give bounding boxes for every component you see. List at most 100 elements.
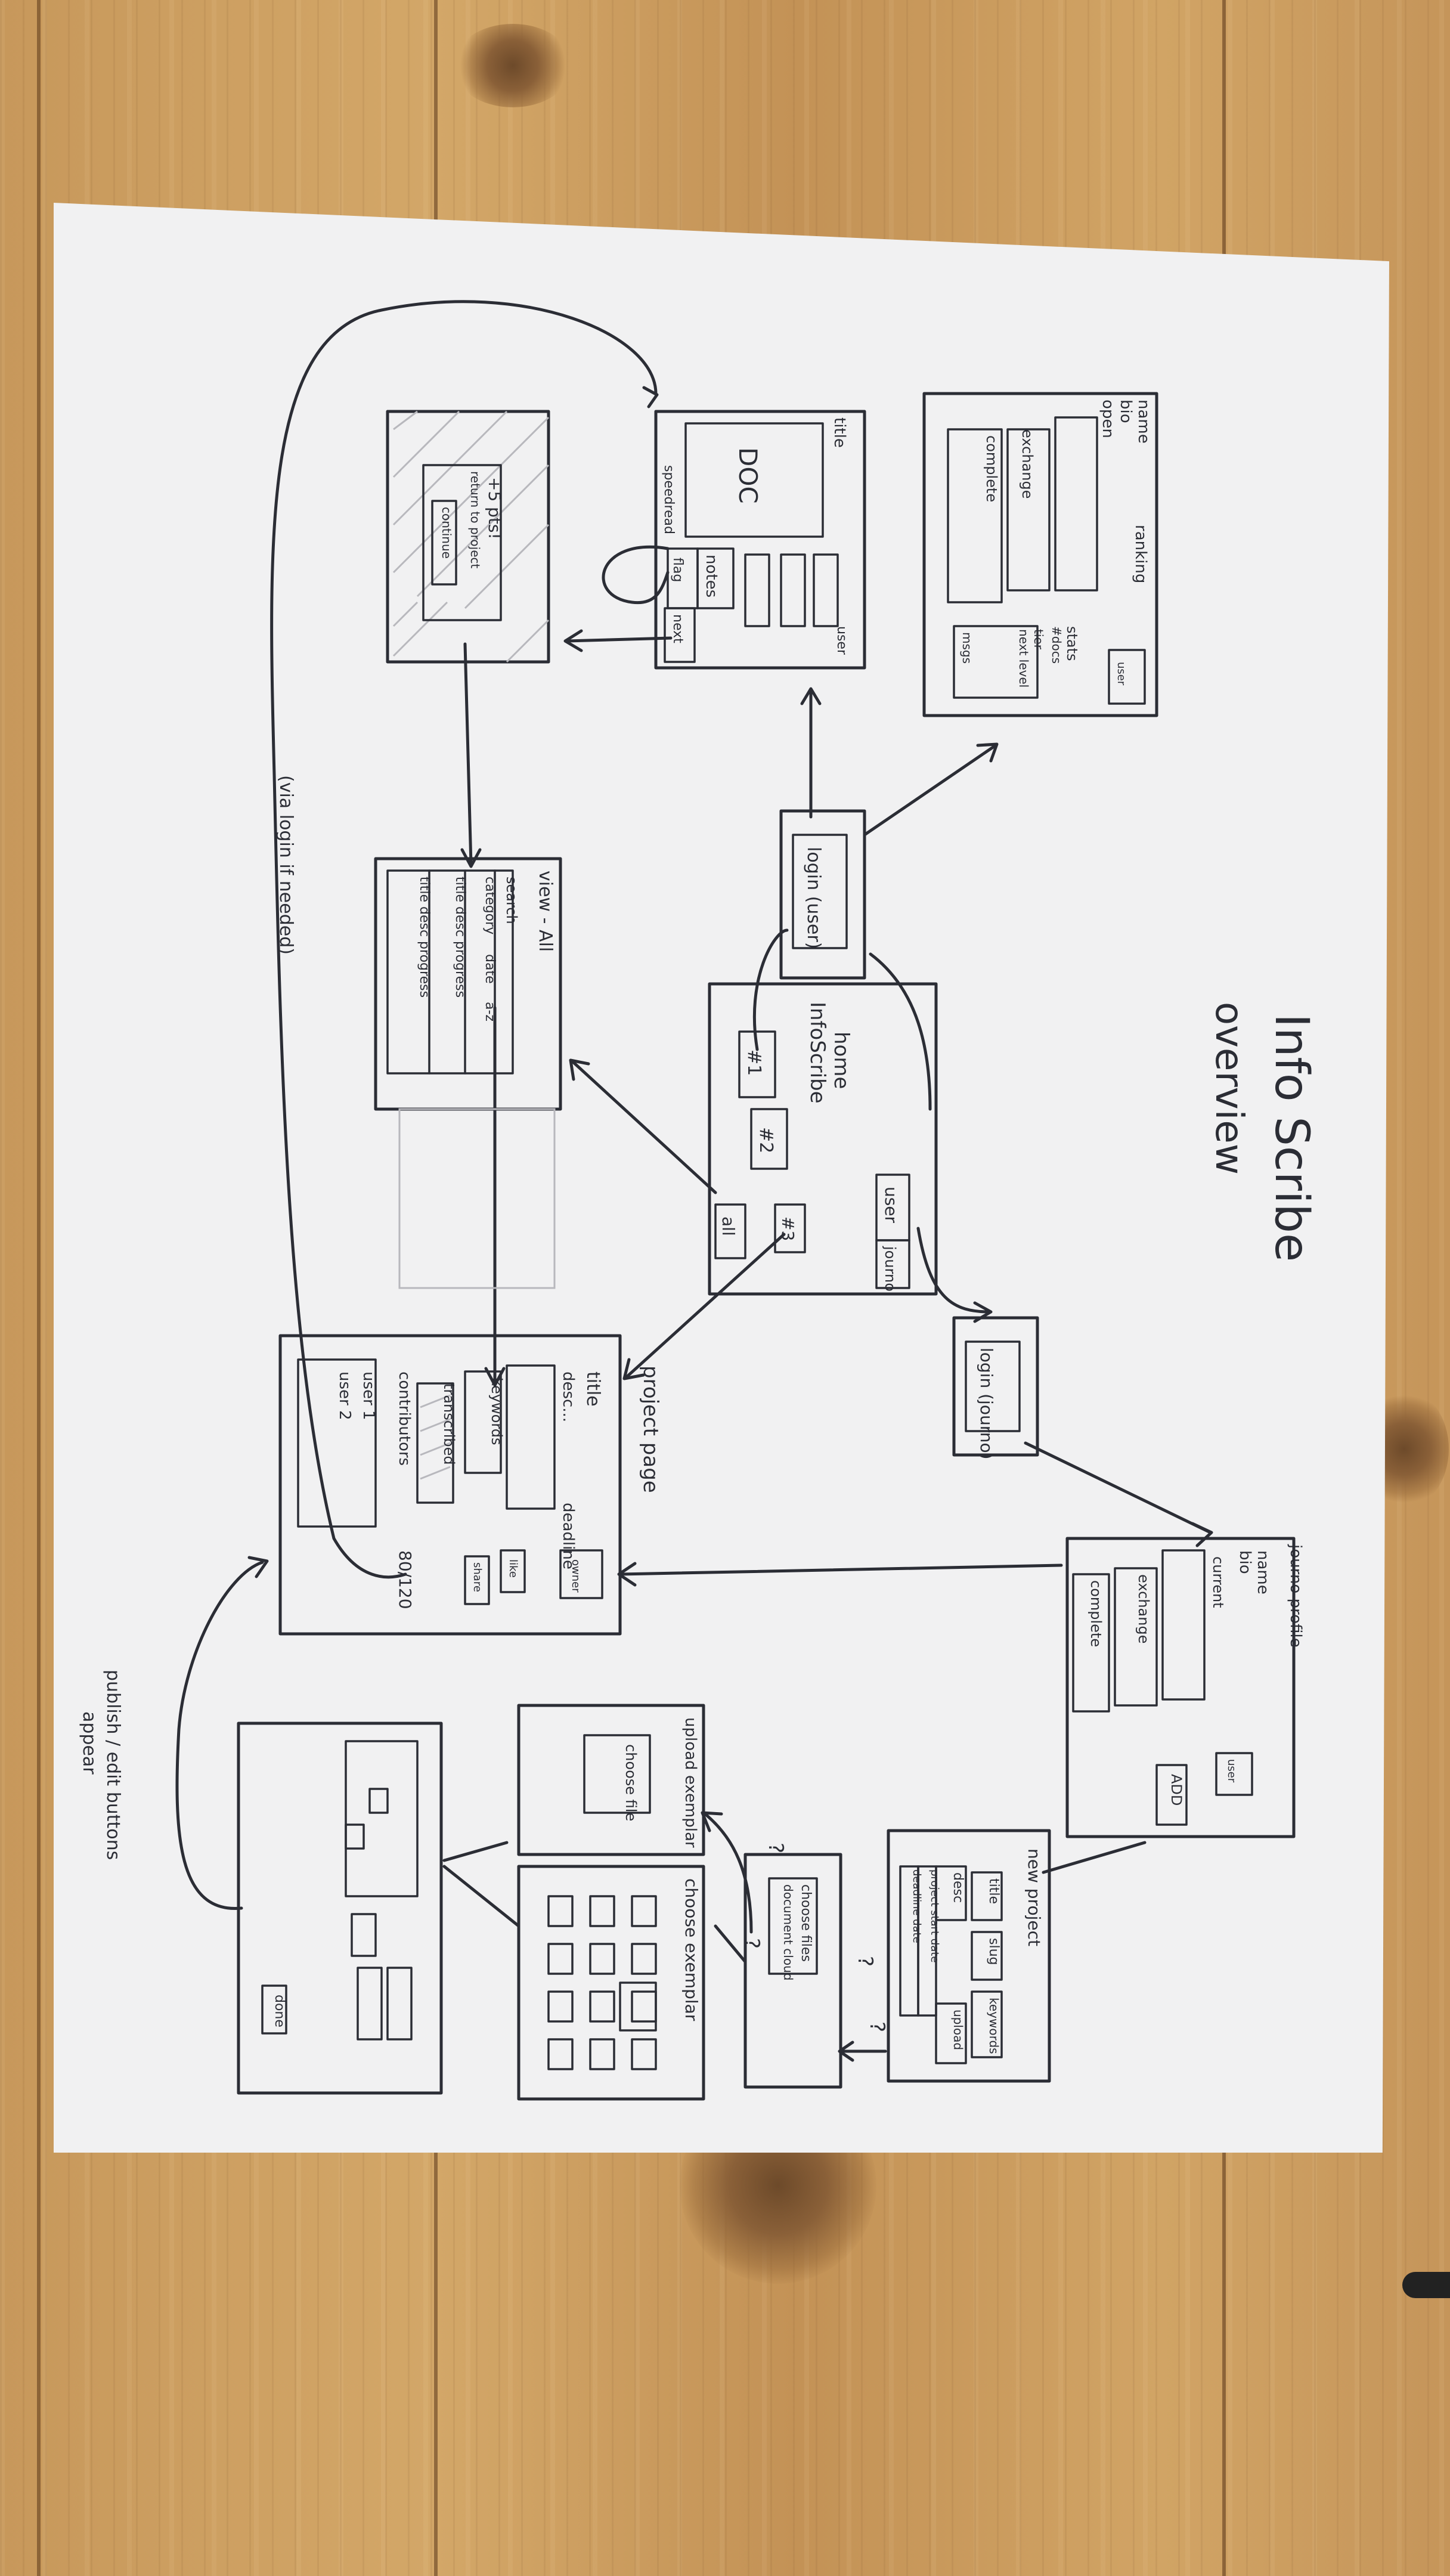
doc-label: DOC — [733, 447, 763, 504]
new-project-title: new project — [1024, 1849, 1044, 1946]
home-heading: home — [829, 1032, 853, 1089]
choose-files-label: choose files — [798, 1884, 813, 1962]
arrow-doc-to-reward — [565, 636, 673, 643]
new-keywords-label: keywords — [987, 1998, 1001, 2054]
docs-label: #docs — [1049, 626, 1064, 664]
doc-control-2 — [780, 553, 806, 627]
arrow-reward-to-list — [463, 642, 473, 866]
arrow-journo-profile-to-project — [618, 1563, 1063, 1576]
new-desc-label: desc — [950, 1872, 965, 1903]
project-page-caption: project page — [639, 1366, 662, 1493]
selected-exemplar — [619, 1981, 657, 2032]
msgs-label: msgs — [960, 632, 974, 664]
project-desc: desc... — [559, 1371, 577, 1422]
arrow-home-loop-right — [869, 952, 932, 1111]
list-heading: view - All — [535, 871, 556, 952]
choose-file-label: choose file — [622, 1744, 639, 1821]
list-row-1: title desc progress — [453, 877, 467, 998]
transcribed-label: transcribed — [441, 1383, 457, 1465]
keywords-box — [464, 1370, 502, 1474]
arrow-home-to-project — [624, 1233, 786, 1379]
arrowhead-doc-reward — [563, 629, 583, 652]
new-slug-label: slug — [986, 1938, 1001, 1965]
notes-box — [696, 547, 735, 609]
question-mark-1: ? — [764, 1843, 788, 1853]
doc-view-screen: title DOC speedread notes next flag user — [602, 410, 866, 670]
add-project-button — [1155, 1764, 1188, 1826]
share-button — [464, 1555, 490, 1605]
title-line2: overview — [1207, 1002, 1251, 1175]
arrow-exemplar-to-editor — [442, 1865, 520, 1928]
question-mark-3: ? — [853, 1956, 877, 1967]
user-avatar — [1108, 649, 1146, 705]
faint-sketch-ghost — [398, 1108, 556, 1289]
journo-avatar — [1215, 1752, 1253, 1796]
login-user-screen: login (user) — [779, 809, 866, 980]
arrowhead-editor-project — [247, 1556, 269, 1578]
contributors-list — [297, 1358, 377, 1528]
doc-control-1 — [744, 553, 770, 627]
list-panel — [386, 869, 514, 1075]
profile-name: name — [1135, 400, 1152, 444]
complete-label: complete — [983, 435, 1000, 502]
choose-exemplar-title: choose exemplar — [681, 1878, 701, 2021]
doc-control-3 — [813, 553, 839, 627]
stats-box — [953, 625, 1039, 699]
new-start-date-label: project start date — [928, 1869, 941, 1962]
question-mark-4: ? — [865, 2021, 889, 2032]
contributors-label: contributors — [395, 1371, 413, 1466]
next-button — [664, 607, 696, 663]
title-line1: Info Scribe — [1265, 1014, 1318, 1262]
upload-exemplar-title: upload exemplar — [681, 1717, 699, 1848]
stats-label: stats — [1064, 626, 1080, 661]
tier-label: tier — [1031, 629, 1046, 650]
journo-current: current — [1210, 1556, 1226, 1608]
like-button — [500, 1549, 526, 1593]
profile-open: open — [1099, 400, 1117, 438]
home-journo-label: journo — [882, 1246, 898, 1292]
arrow-home-to-login-journo — [916, 1227, 992, 1314]
upload-exemplar-screen: upload exemplar choose file — [517, 1704, 705, 1856]
editor-panel — [345, 1740, 419, 1897]
project-page-screen: project page title desc... deadline keyw… — [278, 1334, 662, 1636]
template-editor-screen: done — [237, 1722, 443, 2095]
complete-column — [1054, 416, 1098, 592]
reward-continue: continue — [439, 507, 454, 559]
keywords-field — [971, 1990, 1003, 2058]
home-item-3-label: #3 — [778, 1216, 798, 1241]
arrowhead-login-doc — [800, 687, 822, 705]
upload-button — [935, 2002, 967, 2064]
reward-points: +5 pts! — [485, 477, 504, 540]
list-filter-alpha: a-z — [482, 1002, 497, 1021]
slug-field — [971, 1931, 1003, 1981]
dim-backdrop-hatching — [392, 410, 550, 663]
home-item-3 — [774, 1203, 806, 1253]
list-search: search — [503, 877, 520, 924]
contributor-user-2: user 2 — [336, 1371, 354, 1420]
current-column — [1161, 1549, 1206, 1701]
home-user-label: user — [881, 1187, 901, 1224]
document-cloud-label: document cloud — [781, 1884, 795, 1980]
plank-seam-left — [37, 0, 41, 2576]
home-item-1 — [738, 1030, 776, 1098]
wood-knot-3 — [453, 24, 572, 107]
arrowhead-journo-profile — [1191, 1522, 1213, 1547]
share-label: share — [471, 1562, 484, 1592]
list-filter-date: date — [482, 954, 497, 984]
arrowhead-loop — [642, 386, 659, 408]
like-label: like — [507, 1559, 519, 1578]
done-button — [261, 1984, 287, 2035]
profile-user-label: user — [1115, 662, 1127, 686]
doc-user-label: user — [834, 626, 849, 655]
home-item-1-label: #1 — [743, 1049, 764, 1076]
continue-button — [431, 500, 457, 586]
home-all-button — [714, 1203, 746, 1259]
project-title: title — [583, 1371, 603, 1407]
login-journo-label: login (journo) — [977, 1348, 996, 1460]
journo-exchange: exchange — [1135, 1574, 1152, 1643]
login-journo-screen: login (journo) — [952, 1316, 1039, 1460]
exchange-column-journo — [1114, 1567, 1158, 1707]
profile-bio: bio — [1117, 400, 1135, 423]
arrow-journo-login-to-profile — [1024, 1441, 1212, 1534]
home-screen: home InfoScribe #1 #2 #3 all user journo — [708, 982, 938, 1296]
